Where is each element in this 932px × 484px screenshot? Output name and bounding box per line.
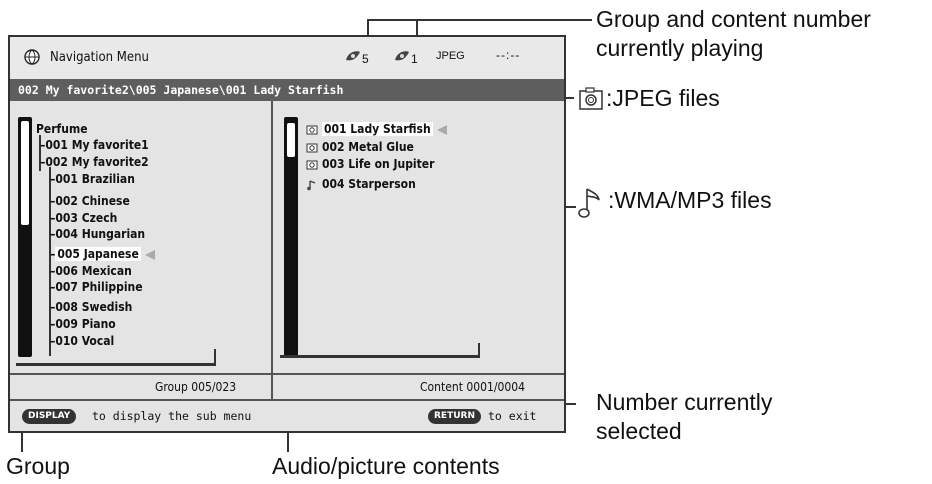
callout-wma-mp3-files: :WMA/MP3 files	[608, 187, 772, 213]
content-scroll-thumb[interactable]	[287, 123, 295, 157]
current-content-number: 1	[411, 52, 418, 66]
playback-time: --:--	[496, 48, 521, 62]
jpeg-icon	[306, 125, 318, 134]
jpeg-icon	[306, 143, 318, 152]
group-counter: Group 005/023	[155, 380, 237, 394]
group-scrollbar[interactable]	[18, 117, 32, 357]
group-scroll-thumb[interactable]	[21, 121, 29, 225]
title-bar: Navigation Menu 5 1 JPEG --:--	[10, 37, 564, 79]
tree-item-hungarian[interactable]: –004 Hungarian	[50, 227, 146, 241]
page-title: Navigation Menu	[50, 50, 149, 65]
music-note-icon	[307, 179, 316, 190]
tree-item-swedish[interactable]: –008 Swedish	[50, 300, 133, 314]
tree-item-my-favorite2[interactable]: –002 My favorite2	[40, 155, 149, 169]
return-help-text: to exit	[488, 409, 537, 423]
return-button[interactable]: RETURN	[428, 409, 481, 424]
tree-item-piano[interactable]: –009 Piano	[50, 317, 116, 331]
callout-jpeg-files: :JPEG files	[606, 85, 720, 111]
navigation-globe-icon	[24, 49, 40, 65]
tree-item-vocal[interactable]: –010 Vocal	[50, 334, 115, 348]
display-help-text: to display the sub menu	[92, 409, 252, 423]
current-group-number: 5	[362, 52, 369, 66]
counter-bar: Group 005/023 Content 0001/0004	[10, 373, 564, 401]
breadcrumb-path: 002 My favorite2\005 Japanese\001 Lady S…	[10, 79, 564, 101]
callout-number-selected: Number currently selected	[596, 389, 773, 444]
callout-audio-picture-contents: Audio/picture contents	[272, 453, 500, 479]
tree-item-philippine[interactable]: –007 Philippine	[50, 280, 143, 294]
tree-item-czech[interactable]: –003 Czech	[50, 211, 118, 225]
tree-item-japanese[interactable]: –005 Japanese	[50, 246, 155, 262]
music-note-icon	[578, 188, 600, 218]
navigation-menu-screen: Navigation Menu 5 1 JPEG --:-- 002 My fa…	[8, 35, 566, 433]
file-type-indicator: JPEG	[436, 50, 465, 62]
tree-item-chinese[interactable]: –002 Chinese	[50, 194, 130, 208]
selection-arrow-icon	[436, 124, 447, 135]
selection-arrow-icon	[144, 249, 155, 260]
content-item-lady-starfish[interactable]: 001 Lady Starfish	[306, 121, 447, 137]
display-button[interactable]: DISPLAY	[22, 409, 77, 424]
content-disc-icon	[395, 51, 409, 61]
help-bar: DISPLAY to display the sub menu RETURN t…	[10, 401, 564, 431]
content-scrollbar[interactable]	[284, 117, 298, 357]
camera-icon	[579, 87, 603, 110]
content-item-starperson[interactable]: 004 Starperson	[306, 176, 416, 192]
group-panel-bottom-line	[16, 363, 216, 366]
content-panel-bottom-line	[280, 355, 480, 358]
tree-item-brazilian[interactable]: –001 Brazilian	[50, 172, 135, 186]
jpeg-icon	[306, 160, 318, 169]
tree-item-my-favorite1[interactable]: –001 My favorite1	[40, 138, 149, 152]
group-disc-icon	[346, 51, 360, 61]
callout-group-content-number: Group and content number currently playi…	[596, 6, 871, 61]
content-counter: Content 0001/0004	[420, 380, 525, 394]
callout-group: Group	[6, 453, 70, 479]
panel-divider	[271, 101, 273, 373]
tree-item-perfume[interactable]: Perfume	[36, 122, 88, 136]
content-item-metal-glue[interactable]: 002 Metal Glue	[306, 139, 414, 155]
content-item-life-on-jupiter[interactable]: 003 Life on Jupiter	[306, 156, 434, 172]
tree-item-mexican[interactable]: –006 Mexican	[50, 264, 132, 278]
